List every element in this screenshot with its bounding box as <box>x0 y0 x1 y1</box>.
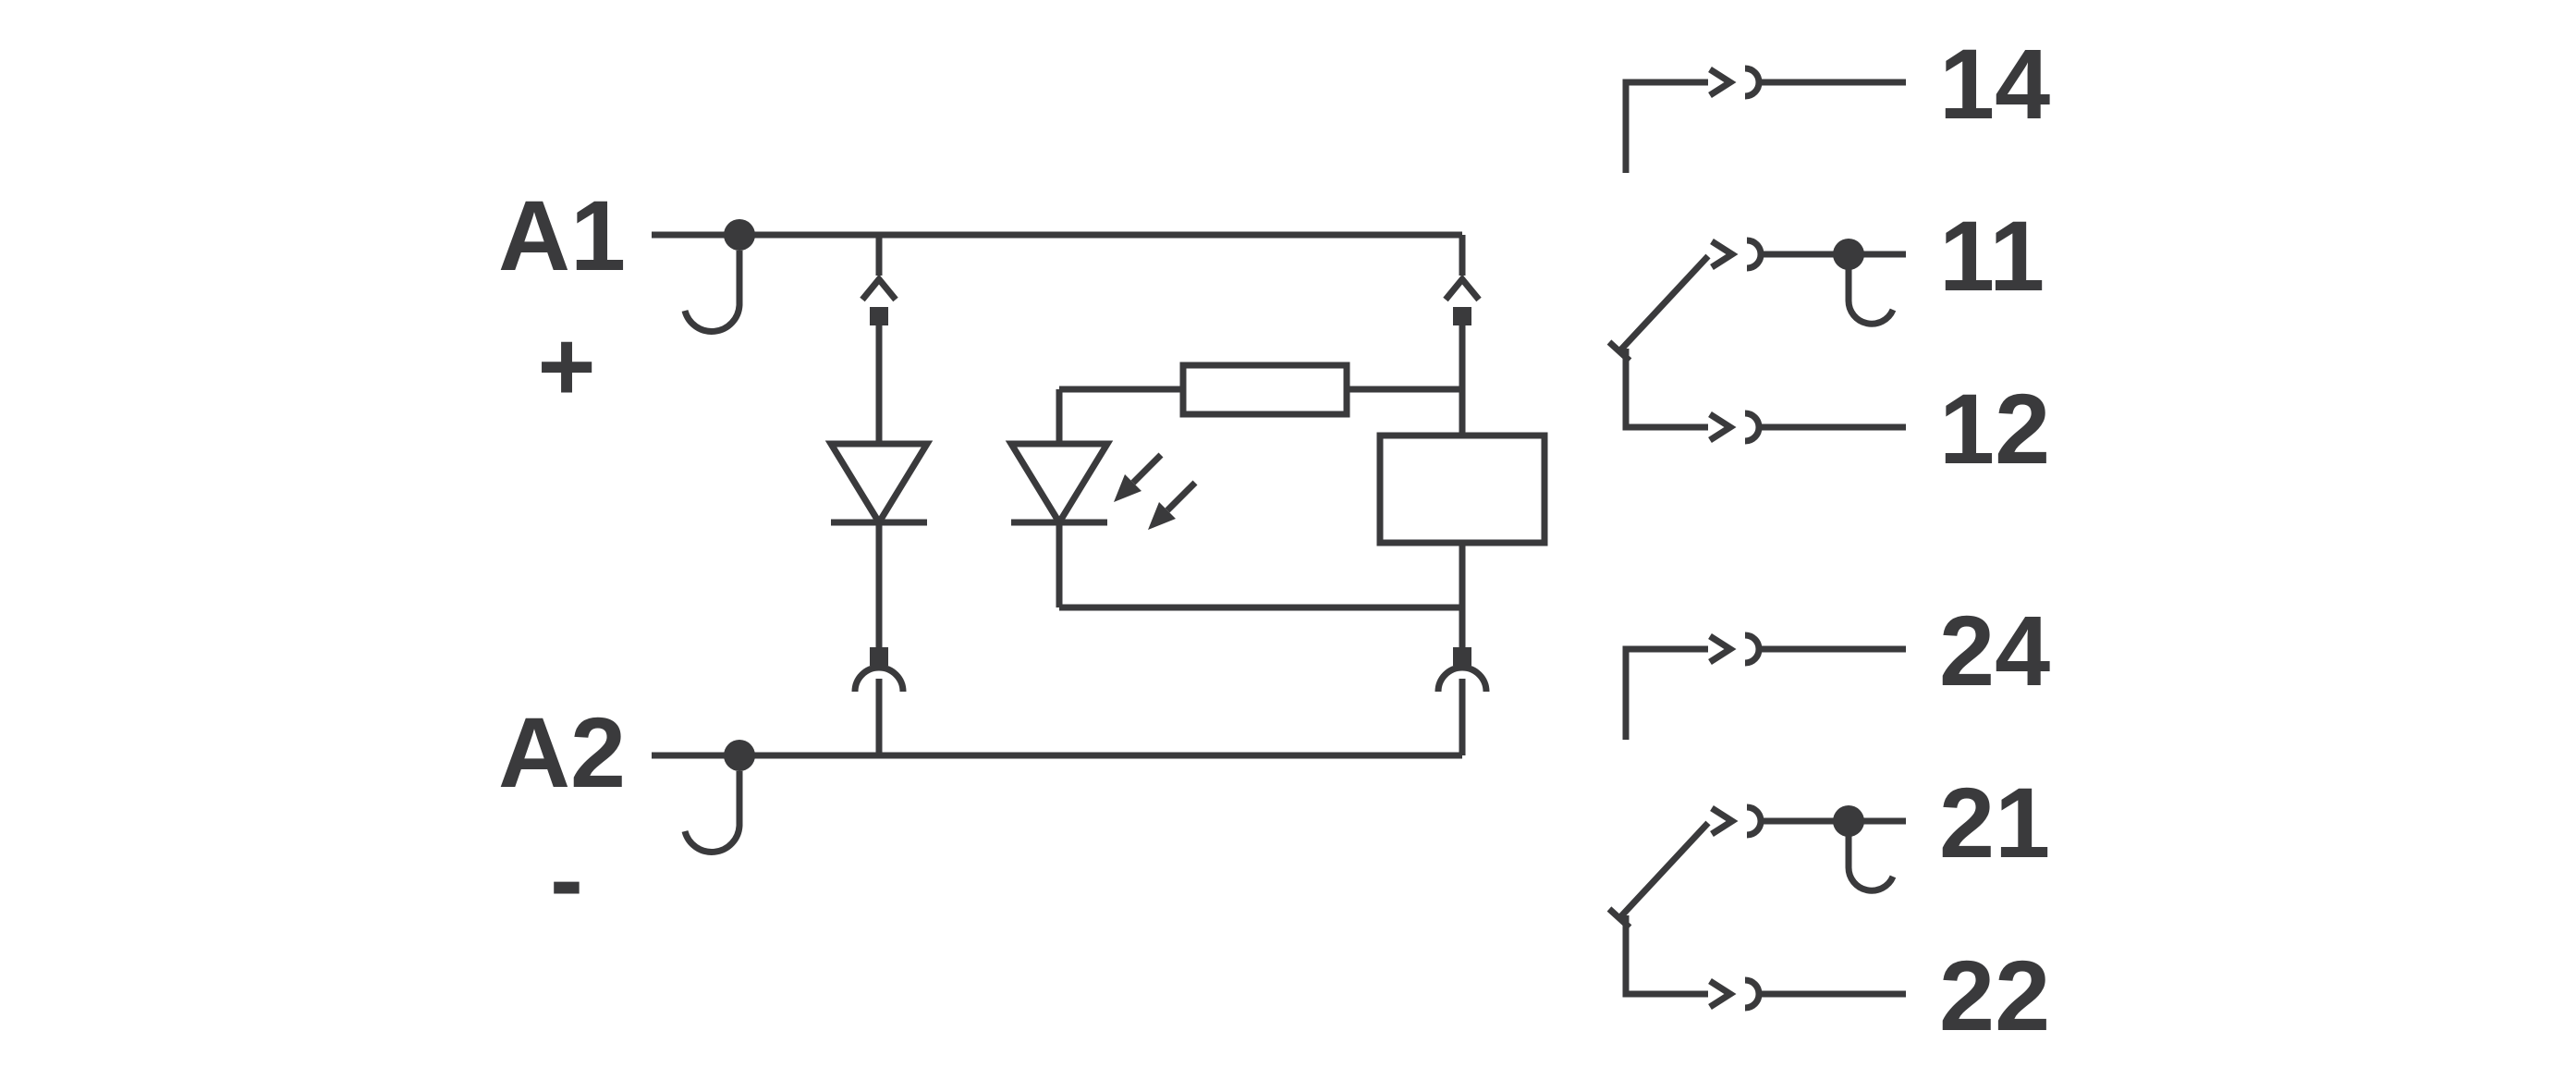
terminal-21-label: 21 <box>1939 767 2050 878</box>
led-arrow-head-icon <box>1148 502 1176 530</box>
terminal-12-label: 12 <box>1939 373 2050 485</box>
led-indicator-icon <box>1005 440 1114 529</box>
relay-coil-icon <box>1376 432 1548 546</box>
contact-square-icon <box>1453 647 1471 666</box>
contact-square-icon <box>1453 307 1471 325</box>
a2-junction-dot <box>724 740 755 771</box>
led-arrow-head-icon <box>1114 474 1141 502</box>
a2-test-socket <box>681 771 743 855</box>
led-arrow-icon <box>1165 480 1198 513</box>
plug-icon <box>1443 274 1482 302</box>
terminal-a2-label: A2 <box>498 696 626 808</box>
changeover-contact-2 <box>1609 635 1906 1008</box>
a1-junction-dot <box>724 219 755 251</box>
contact-square-icon <box>870 307 888 325</box>
polarity-plus-label: + <box>537 310 595 422</box>
socket-icon <box>1435 664 1490 693</box>
terminal-24-label: 24 <box>1939 595 2050 706</box>
a1-test-socket <box>681 251 743 335</box>
plug-icon <box>860 274 898 302</box>
terminal-14-label: 14 <box>1939 28 2050 140</box>
terminal-a1-label: A1 <box>498 179 626 291</box>
changeover-contact-1 <box>1609 68 1906 441</box>
series-resistor-icon <box>1179 362 1350 418</box>
socket-icon <box>851 664 907 693</box>
terminal-22-label: 22 <box>1939 939 2050 1051</box>
polarity-minus-label: - <box>550 823 583 935</box>
terminal-11-label: 11 <box>1939 200 2045 312</box>
contact-square-icon <box>870 647 888 666</box>
led-arrow-icon <box>1130 452 1164 485</box>
protection-diode-icon <box>824 440 934 529</box>
